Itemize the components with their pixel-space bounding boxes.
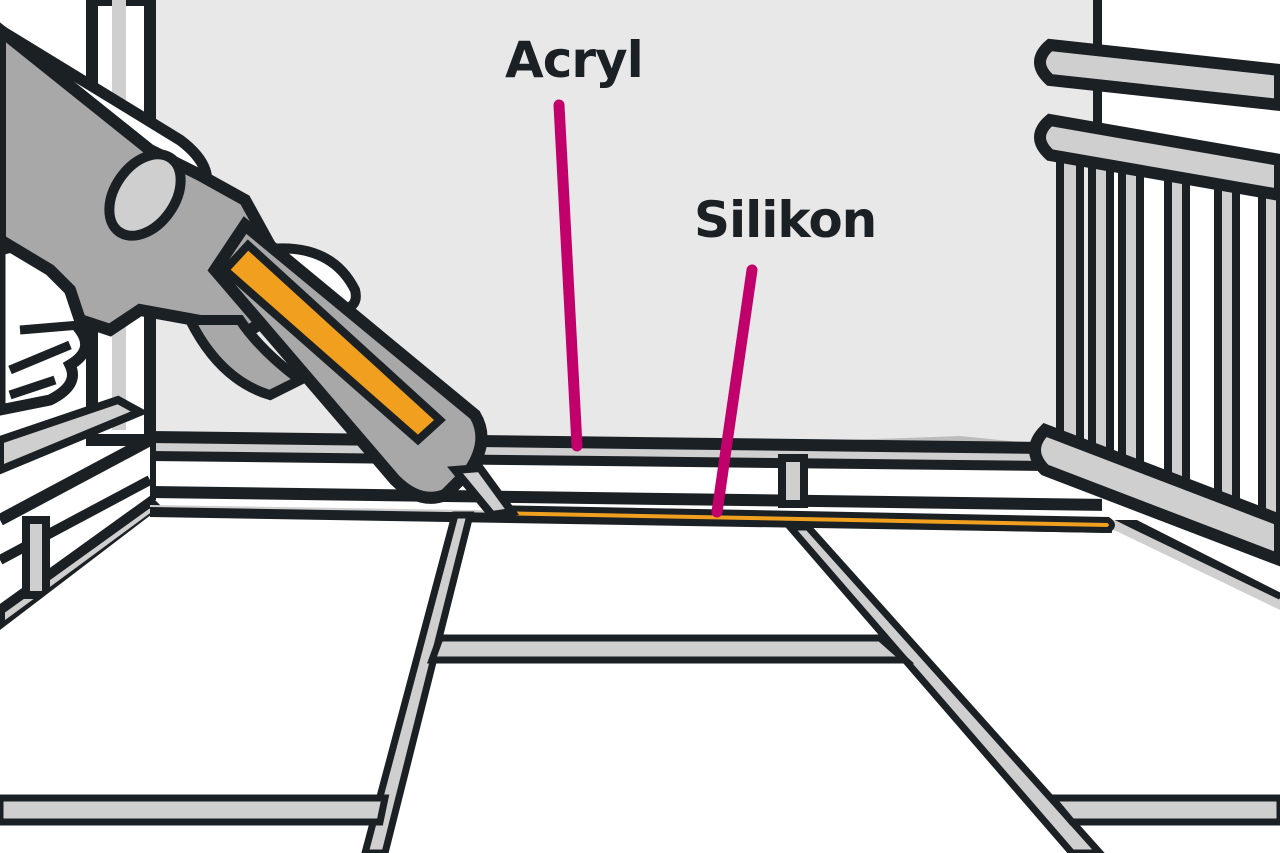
acryl-label: Acryl [505, 31, 643, 89]
pointer-lines [553, 99, 758, 518]
silikon-pointer-line [711, 264, 758, 518]
railing-icon [1029, 0, 1280, 567]
acryl-pointer-line [553, 99, 583, 452]
floor-tiles [0, 505, 1280, 853]
skirting-board [144, 431, 1111, 511]
caulking-gun-icon [0, 22, 520, 520]
silikon-label: Silikon [694, 191, 876, 249]
silicone-bead [487, 504, 1115, 534]
